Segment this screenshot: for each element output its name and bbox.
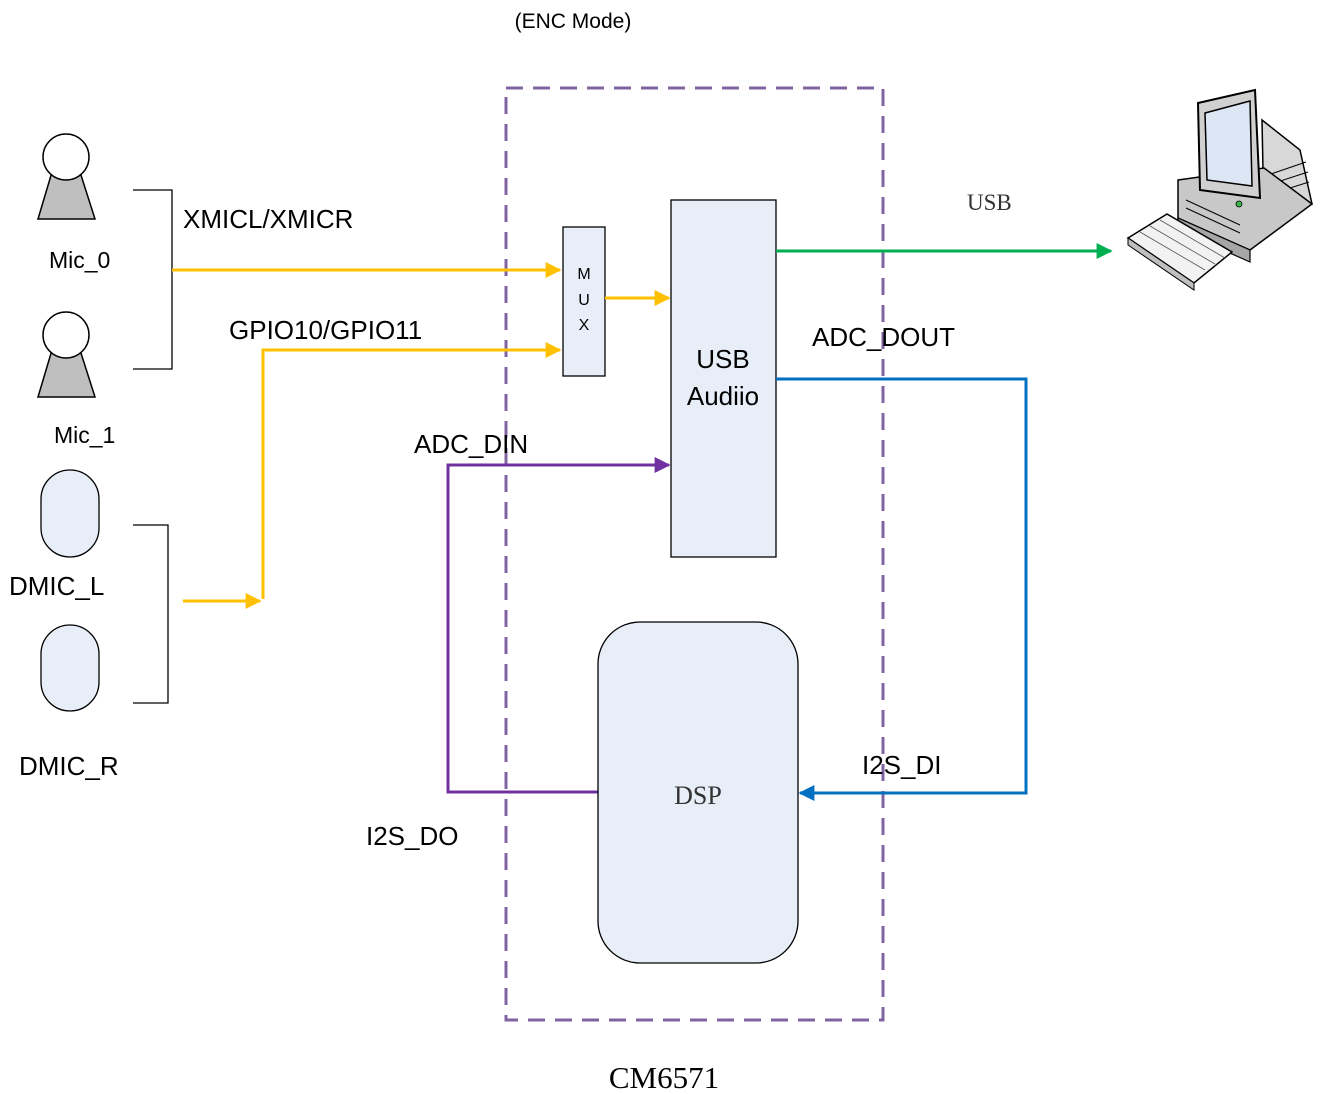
adc-dout-label: ADC_DOUT [812, 322, 955, 352]
usb-label: USB [967, 190, 1012, 215]
dmic-bracket [133, 525, 168, 703]
chip-name: CM6571 [609, 1060, 719, 1094]
mic-bracket [133, 190, 172, 369]
gpio-path [263, 350, 560, 599]
adc-din-label: ADC_DIN [414, 429, 528, 459]
mux-letter-m: M [577, 266, 590, 283]
dsp-label: DSP [674, 781, 722, 810]
computer-icon [1128, 90, 1312, 290]
dmic-r-label: DMIC_R [19, 751, 119, 781]
dmic-r-icon [41, 625, 99, 711]
mic-1-label: Mic_1 [54, 422, 115, 448]
adc-dout-path [776, 379, 1026, 793]
i2s-di-label: I2S_DI [862, 750, 942, 780]
mic-0-icon [38, 134, 95, 219]
mic-0-label: Mic_0 [49, 247, 110, 273]
gpio-label: GPIO10/GPIO11 [229, 315, 422, 345]
mic-1-icon [38, 312, 95, 397]
dmic-l-icon [41, 470, 99, 557]
dmic-l-label: DMIC_L [9, 571, 104, 601]
mode-label: (ENC Mode) [515, 10, 632, 33]
xmic-label: XMICL/XMICR [183, 204, 353, 234]
usb-audio-label-line1: USB [696, 344, 749, 374]
usb-audio-label-line2: Audiio [687, 381, 759, 411]
i2s-do-label: I2S_DO [366, 821, 459, 851]
usb-audio-block [671, 200, 776, 557]
mux-letter-x: X [579, 317, 590, 334]
mux-letter-u: U [578, 292, 590, 309]
